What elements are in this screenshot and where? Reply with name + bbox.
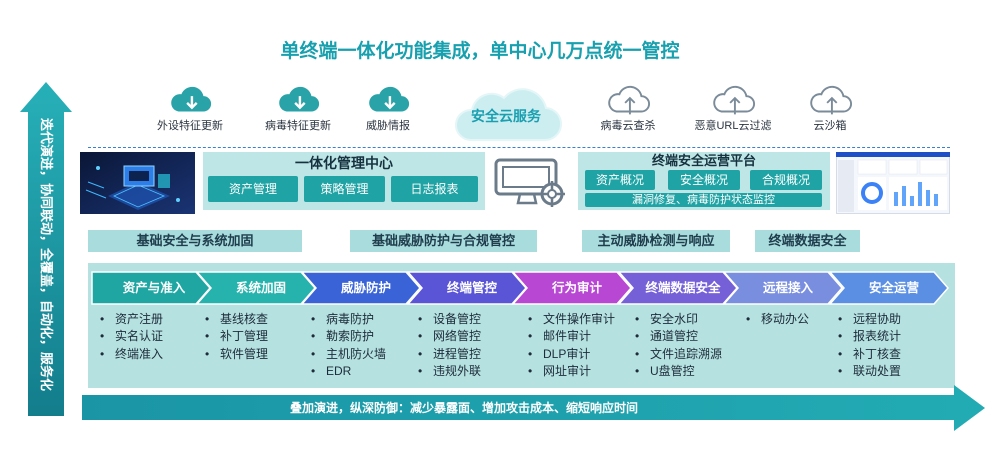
monitor-target-icon <box>494 158 565 207</box>
module-label: 系统加固 <box>235 281 286 295</box>
ops-platform-title: 终端安全运营平台 <box>651 153 756 168</box>
list-item: 远程协助 <box>838 311 901 329</box>
platform-dashboard-screenshot <box>836 152 950 214</box>
cloud-item-virus-signature-update: 病毒特征更新 <box>253 84 343 133</box>
chevron-behavior-audit <box>511 271 632 305</box>
list-item: 文件操作审计 <box>528 311 615 329</box>
cloud-upload-icon <box>713 85 755 115</box>
category-active-detection-response: 主动威胁检测与响应 <box>582 230 730 252</box>
security-cloud-label: 安全云服务 <box>471 108 541 124</box>
cloud-item-label: 病毒云查杀 <box>600 120 656 132</box>
list-item: 终端准入 <box>100 346 163 364</box>
chevron-threat-protection <box>300 271 421 305</box>
category-threat-protection-compliance: 基础威胁防护与合规管控 <box>350 230 537 252</box>
management-center-title: 一体化管理中心 <box>295 155 393 171</box>
bottom-right-arrow <box>82 385 985 431</box>
module-items-security-operations: 远程协助 报表统计 补丁核查 联动处置 <box>838 311 901 380</box>
list-item: U盘管控 <box>635 363 722 381</box>
asset-overview-button: 资产概况 <box>585 170 655 190</box>
list-item: 安全水印 <box>635 311 722 329</box>
list-item: 文件追踪溯源 <box>635 346 722 364</box>
module-items-remote-access: 移动办公 <box>746 311 809 329</box>
list-item: 病毒防护 <box>311 311 386 329</box>
management-center-screenshot <box>80 152 195 214</box>
cloud-item-label: 云沙箱 <box>813 120 847 132</box>
list-item: 资产注册 <box>100 311 163 329</box>
list-item: 勒索防护 <box>311 328 386 346</box>
category-basic-hardening: 基础安全与系统加固 <box>88 230 302 252</box>
chevron-system-hardening <box>195 271 316 305</box>
side-arrow-text: 迭代演进，协同联动，全覆盖，自动化，服务化 <box>39 118 54 392</box>
category-endpoint-data-security: 终端数据安全 <box>755 230 860 252</box>
module-items-endpoint-data-security: 安全水印 通道管控 文件追踪溯源 U盘管控 <box>635 311 722 380</box>
asset-management-button: 资产管理 <box>208 176 298 202</box>
list-item: 进程管控 <box>418 346 481 364</box>
list-item: 邮件审计 <box>528 328 615 346</box>
module-label: 远程接入 <box>762 281 813 295</box>
list-item: 软件管理 <box>205 346 268 364</box>
compliance-overview-button: 合规概况 <box>750 170 822 190</box>
cloud-item-label: 病毒特征更新 <box>265 120 331 132</box>
module-label: 终端数据安全 <box>645 281 721 295</box>
list-item: 补丁核查 <box>838 346 901 364</box>
cloud-item-label: 威胁情报 <box>366 120 410 132</box>
chevron-security-operations <box>828 271 949 305</box>
chevron-asset-access <box>91 271 211 305</box>
security-cloud-shape <box>454 88 562 142</box>
module-items-behavior-audit: 文件操作审计 邮件审计 DLP审计 网址审计 <box>528 311 615 380</box>
list-item: 补丁管理 <box>205 328 268 346</box>
cloud-item-threat-intel: 威胁情报 <box>343 84 433 133</box>
list-item: 网址审计 <box>528 363 615 381</box>
module-items-asset-access: 资产注册 实名认证 终端准入 <box>100 311 163 363</box>
module-items-system-hardening: 基线核查 补丁管理 软件管理 <box>205 311 268 363</box>
module-items-endpoint-control: 设备管控 网络管控 进程管控 违规外联 <box>418 311 481 380</box>
module-label: 威胁防护 <box>340 281 391 295</box>
cloud-item-cloud-antivirus: 病毒云查杀 <box>583 84 673 133</box>
cloud-item-label: 外设特征更新 <box>157 120 223 132</box>
cloud-download-icon <box>369 86 410 112</box>
left-up-arrow <box>20 82 72 416</box>
list-item: 移动办公 <box>746 311 809 329</box>
module-label: 行为审计 <box>551 281 602 295</box>
list-item: 报表统计 <box>838 328 901 346</box>
bottom-arrow-text: 叠加演进，纵深防御：减少暴露面、增加攻击成本、缩短响应时间 <box>290 401 639 415</box>
chevron-endpoint-data-security <box>617 271 738 305</box>
log-report-button: 日志报表 <box>391 176 478 202</box>
list-item: 联动处置 <box>838 363 901 381</box>
module-items-threat-protection: 病毒防护 勒索防护 主机防火墙 EDR <box>311 311 386 380</box>
cloud-download-icon <box>171 86 212 112</box>
cloud-download-icon <box>279 86 320 112</box>
policy-management-button: 策略管理 <box>304 176 385 202</box>
list-item: 违规外联 <box>418 363 481 381</box>
list-item: 基线核查 <box>205 311 268 329</box>
chevron-remote-access <box>722 271 843 305</box>
status-monitor-bar: 漏洞修复、病毒防护状态监控 <box>585 193 822 207</box>
cloud-item-sandbox: 云沙箱 <box>785 84 875 133</box>
cloud-upload-icon <box>810 85 852 115</box>
dashed-divider <box>88 147 950 148</box>
security-overview-button: 安全概况 <box>668 170 740 190</box>
list-item: 网络管控 <box>418 328 481 346</box>
list-item: DLP审计 <box>528 346 615 364</box>
list-item: 设备管控 <box>418 311 481 329</box>
cloud-upload-icon <box>608 85 650 115</box>
page-title: 单终端一体化功能集成，单中心几万点统一管控 <box>280 41 680 62</box>
module-label: 终端管控 <box>446 281 497 295</box>
cloud-item-peripheral-update: 外设特征更新 <box>145 84 235 133</box>
list-item: 主机防火墙 <box>311 346 386 364</box>
cloud-item-label: 恶意URL云过滤 <box>694 120 772 132</box>
module-label: 安全运营 <box>868 281 919 295</box>
module-label: 资产与准入 <box>122 281 186 295</box>
list-item: 实名认证 <box>100 328 163 346</box>
list-item: EDR <box>311 363 386 381</box>
module-chevron-row <box>91 271 949 305</box>
chevron-endpoint-control <box>406 271 527 305</box>
list-item: 通道管控 <box>635 328 722 346</box>
cloud-item-url-filter: 恶意URL云过滤 <box>688 84 778 133</box>
